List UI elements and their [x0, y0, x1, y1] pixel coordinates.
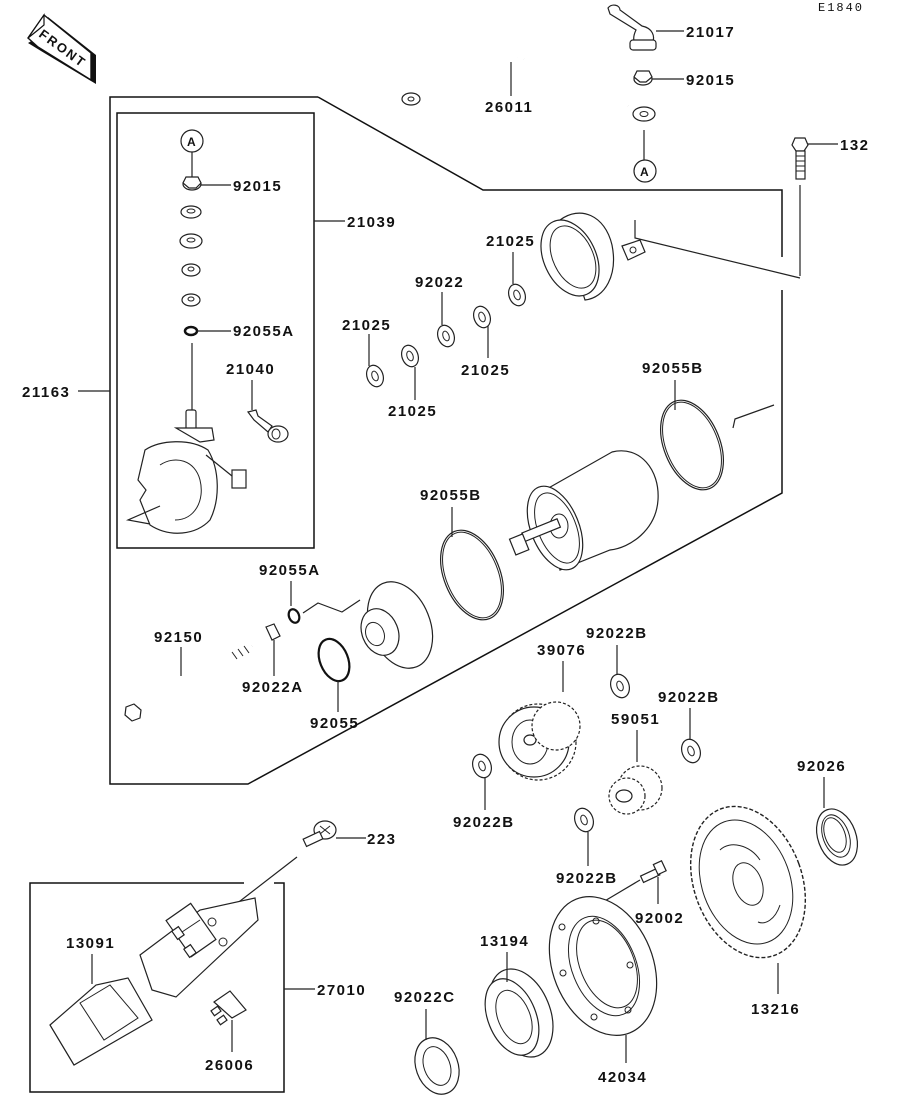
svg-text:A: A	[187, 135, 196, 149]
o-ring-92055a-kit	[183, 325, 199, 337]
callout-21017: 21017	[686, 24, 735, 41]
callout-92022: 92022	[415, 274, 464, 291]
callout-92015-top: 92015	[686, 72, 735, 89]
armature-yoke	[508, 450, 659, 571]
callout-13194: 13194	[480, 933, 529, 950]
callout-92015-kit: 92015	[233, 178, 282, 195]
washer-92022b-1	[609, 673, 631, 699]
front-cover	[360, 581, 434, 669]
callout-13091: 13091	[66, 935, 115, 952]
fuse-26006	[210, 990, 247, 1026]
shim-washers-21025	[365, 283, 527, 388]
o-ring-92055	[317, 637, 351, 683]
diagram-code: E1840	[818, 1, 864, 15]
o-ring-92055b-left	[440, 529, 504, 621]
brush-plate-assembly	[125, 409, 247, 534]
starter-relay	[139, 897, 259, 998]
callout-26011: 26011	[485, 99, 533, 116]
callout-92055a: 92055A	[259, 562, 321, 579]
clutch-ring-42034	[548, 896, 658, 1036]
callout-21025-a: 21025	[342, 317, 391, 334]
rear-cover	[540, 212, 646, 301]
callout-21025-b: 21025	[388, 403, 437, 420]
callout-26006: 26006	[205, 1057, 254, 1074]
callout-92022b-3: 92022B	[453, 814, 515, 831]
washer-92022b-2	[680, 738, 702, 764]
one-way-clutch-13194	[484, 968, 554, 1058]
battery-cable-26011	[401, 56, 656, 122]
callout-92150: 92150	[154, 629, 203, 646]
o-ring-92055a	[287, 608, 301, 624]
callout-92026: 92026	[797, 758, 846, 775]
callout-92022a: 92022A	[242, 679, 304, 696]
relay-kit-frame-27010	[29, 882, 285, 1093]
brush-spring-21040	[246, 409, 289, 443]
lock-washer-92022a	[265, 623, 281, 641]
callout-132: 132	[840, 137, 870, 154]
assembly-frame-21163	[109, 96, 783, 785]
washer-92022c	[414, 1037, 460, 1095]
callout-92055b-left: 92055B	[420, 487, 482, 504]
callout-92055: 92055	[310, 715, 359, 732]
reference-marker-a	[633, 159, 657, 183]
front-arrow-icon: FRONT	[27, 13, 96, 84]
callout-92022c: 92022C	[394, 989, 456, 1006]
callout-92055b-right: 92055B	[642, 360, 704, 377]
reduction-gear-59051	[608, 765, 663, 815]
bolt-92002	[639, 859, 667, 884]
callout-92022b-2: 92022B	[658, 689, 720, 706]
callout-92002: 92002	[635, 910, 684, 927]
oil-seal-92026	[815, 808, 859, 866]
callout-223: 223	[367, 831, 397, 848]
terminal-cover-21017	[607, 4, 657, 51]
bolt-132	[791, 137, 809, 180]
callout-59051: 59051	[611, 711, 660, 728]
relay-cover-13091	[49, 977, 153, 1066]
flange-nut-92015-kit	[182, 176, 202, 191]
screw-223	[302, 820, 337, 848]
callout-13216: 13216	[751, 1001, 800, 1018]
callout-92022b-1: 92022B	[586, 625, 648, 642]
svg-text:A: A	[640, 165, 649, 179]
callout-39076: 39076	[537, 642, 586, 659]
through-bolt-92150	[124, 644, 253, 722]
flange-nut-92015	[633, 70, 653, 86]
callout-21025-d: 21025	[486, 233, 535, 250]
callout-21039: 21039	[347, 214, 396, 231]
callout-92055a-kit: 92055A	[233, 323, 295, 340]
callout-27010: 27010	[317, 982, 366, 999]
callout-92022b-4: 92022B	[556, 870, 618, 887]
callout-21163: 21163	[22, 384, 70, 401]
starter-clutch-gear-13216	[689, 805, 807, 959]
kit-frame-21039	[116, 112, 315, 549]
idle-gear-39076	[498, 701, 581, 781]
o-ring-92055b-right	[660, 399, 724, 491]
callout-21040: 21040	[226, 361, 275, 378]
washer-92022b-3	[471, 753, 493, 779]
washer-92022b-4	[573, 807, 595, 833]
callout-42034: 42034	[598, 1069, 647, 1086]
insulator-washers	[179, 205, 203, 307]
callout-21025-c: 21025	[461, 362, 510, 379]
